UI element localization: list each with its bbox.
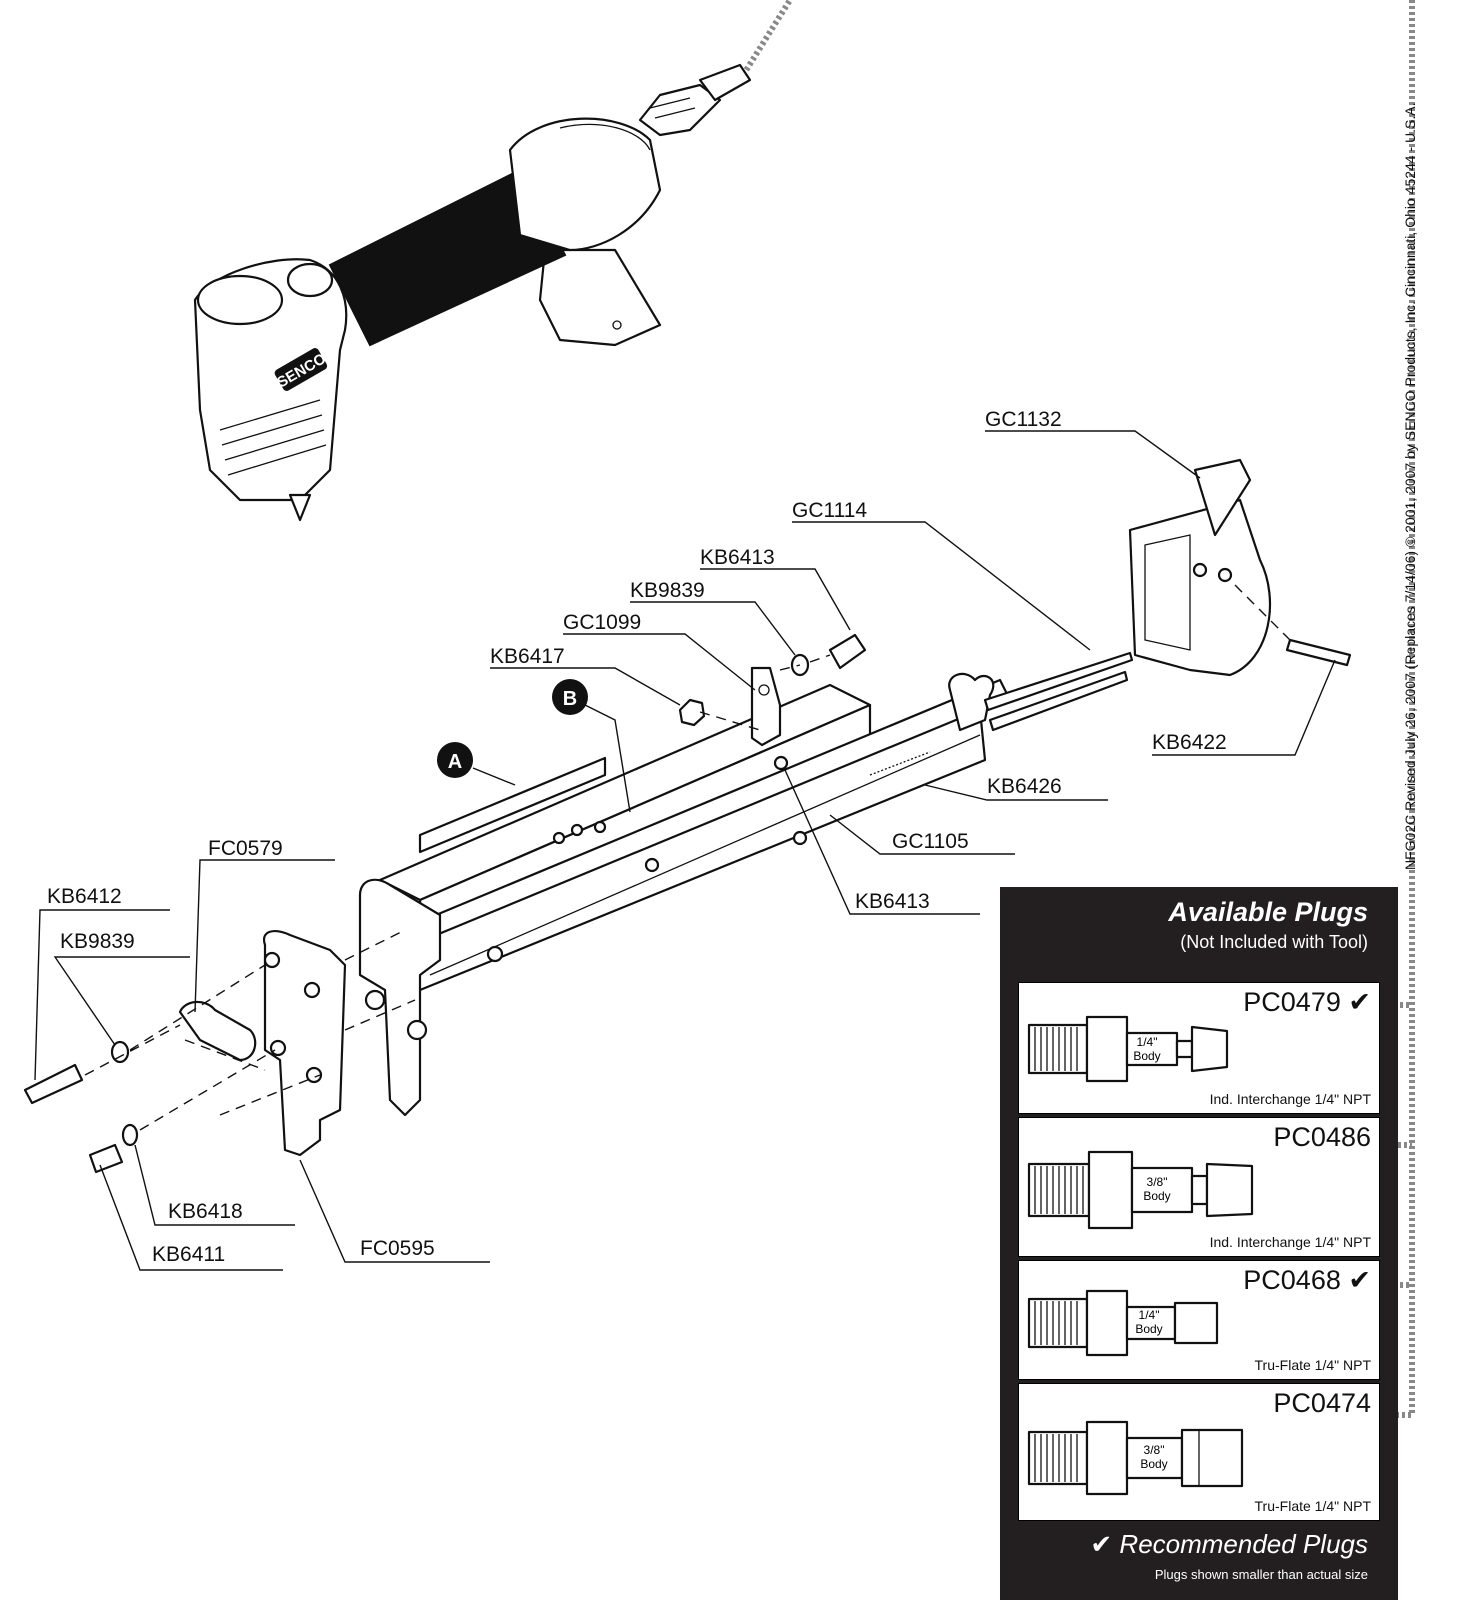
- plugs-panel-title: Available Plugs: [1168, 897, 1368, 927]
- svg-text:1/4": 1/4": [1139, 1308, 1160, 1322]
- callout-kb6426: KB6426: [924, 775, 1108, 801]
- callout-fc0595: FC0595: [299, 1159, 490, 1263]
- callout-gc1099: GC1099: [563, 611, 756, 691]
- plug-code: PC0479 ✔: [1243, 987, 1371, 1017]
- svg-text:KB9839: KB9839: [630, 579, 705, 602]
- marker-a: A: [437, 742, 473, 778]
- stapler-tool-body: SENCO: [193, 63, 752, 522]
- plug-code: PC0486: [1273, 1122, 1371, 1152]
- plug-description: Ind. Interchange 1/4" NPT: [1209, 1091, 1371, 1107]
- check-icon: ✔: [1348, 1265, 1371, 1295]
- svg-text:GC1132: GC1132: [985, 408, 1062, 431]
- assembly-leaders: [84, 929, 416, 1131]
- callout-kb6413-top: KB6413: [700, 546, 851, 631]
- recommended-plugs-legend: ✔ Recommended Plugs: [1090, 1529, 1368, 1559]
- svg-text:KB6426: KB6426: [987, 775, 1062, 798]
- plug-card: PC0474 3/8" Body Tru-Flate 1/4" NPT: [1018, 1383, 1380, 1521]
- callout-kb6412: KB6412: [34, 885, 170, 1081]
- svg-text:GC1114: GC1114: [792, 499, 867, 522]
- label-a-strip: [418, 756, 607, 854]
- svg-text:KB6411: KB6411: [152, 1243, 225, 1266]
- callout-gc1114: GC1114: [792, 499, 1091, 651]
- plug-illustration: 3/8" Body: [1027, 1150, 1254, 1230]
- svg-text:KB6412: KB6412: [47, 885, 122, 908]
- svg-text:3/8": 3/8": [1147, 1175, 1168, 1189]
- check-icon: ✔: [1348, 987, 1371, 1017]
- svg-text:KB6422: KB6422: [1152, 731, 1227, 754]
- plug-illustration: 3/8" Body: [1027, 1420, 1244, 1496]
- air-line-top: [737, 0, 793, 82]
- copyright-notice: NFG02C Revised July 26, 2007 (Replaces 7…: [1402, 102, 1418, 870]
- bracket-gc1099: [750, 666, 782, 747]
- pin-leader: [1234, 584, 1291, 641]
- svg-text:Body: Body: [1133, 1049, 1160, 1063]
- plugs-size-note: Plugs shown smaller than actual size: [1154, 1567, 1368, 1582]
- svg-text:GC1105: GC1105: [892, 830, 969, 853]
- screw-kb6411: [88, 1143, 124, 1174]
- air-fitting: [638, 63, 752, 137]
- callout-fc0579: FC0579: [194, 837, 335, 1013]
- nose-plate-fc0595: [262, 930, 347, 1157]
- callout-kb6422: KB6422: [1152, 659, 1336, 756]
- marker-b: B: [552, 679, 588, 715]
- plug-code: PC0474: [1273, 1388, 1371, 1418]
- screw-kb6413-top: [828, 633, 867, 670]
- end-cap-gc1132: [1128, 458, 1272, 677]
- plug-illustration: 1/4" Body: [1027, 1015, 1229, 1083]
- plugs-panel-subtitle: (Not Included with Tool): [1180, 932, 1368, 952]
- plug-code: PC0468 ✔: [1243, 1265, 1371, 1295]
- svg-text:1/4": 1/4": [1137, 1035, 1158, 1049]
- washer-kb9839-left: [110, 1040, 130, 1064]
- plug-description: Tru-Flate 1/4" NPT: [1254, 1357, 1371, 1373]
- nut-kb6417: [678, 698, 706, 727]
- svg-text:Body: Body: [1135, 1322, 1162, 1336]
- plug-description: Tru-Flate 1/4" NPT: [1254, 1498, 1371, 1514]
- callout-kb6413-mid: KB6413: [784, 769, 980, 915]
- screw-kb6412: [23, 1063, 84, 1105]
- callout-kb6417: KB6417: [490, 645, 681, 706]
- plug-description: Ind. Interchange 1/4" NPT: [1209, 1234, 1371, 1250]
- svg-text:FC0579: FC0579: [208, 837, 283, 860]
- svg-text:Body: Body: [1140, 1457, 1167, 1471]
- pin-kb6422: [1285, 638, 1352, 667]
- nut-leader: [699, 711, 761, 731]
- available-plugs-panel: Available Plugs (Not Included with Tool)…: [1000, 887, 1398, 1600]
- svg-text:GC1099: GC1099: [563, 611, 641, 634]
- svg-text:B: B: [563, 688, 577, 710]
- svg-text:KB6418: KB6418: [168, 1200, 243, 1223]
- svg-text:A: A: [448, 751, 462, 773]
- plug-card: PC0479 ✔ 1/4" Body Ind. Interchange 1/4"…: [1018, 982, 1380, 1114]
- callout-gc1105: GC1105: [829, 814, 1015, 855]
- callout-kb9839-left: KB9839: [53, 930, 190, 1046]
- magazine-assembly: [358, 651, 1134, 1117]
- svg-text:KB6413: KB6413: [700, 546, 775, 569]
- callout-gc1132: GC1132: [985, 408, 1201, 479]
- plug-card: PC0468 ✔ 1/4" Body Tru-Flate 1/4" NPT: [1018, 1260, 1380, 1380]
- svg-text:KB6413: KB6413: [855, 890, 930, 913]
- svg-text:3/8": 3/8": [1144, 1443, 1165, 1457]
- svg-text:KB6417: KB6417: [490, 645, 565, 668]
- callout-kb9839-top: KB9839: [630, 579, 796, 656]
- screw-leader-top: [779, 654, 831, 671]
- plate-fc0579: [178, 1000, 257, 1062]
- callout-kb6418: KB6418: [134, 1144, 295, 1226]
- svg-text:KB9839: KB9839: [60, 930, 135, 953]
- svg-text:FC0595: FC0595: [360, 1237, 435, 1260]
- svg-text:Body: Body: [1143, 1189, 1170, 1203]
- washer-kb6418: [121, 1123, 139, 1147]
- plug-card: PC0486 3/8" Body Ind. Interchange 1/4" N…: [1018, 1117, 1380, 1257]
- callout-kb6411: KB6411: [99, 1164, 283, 1271]
- plug-illustration: 1/4" Body: [1027, 1289, 1219, 1357]
